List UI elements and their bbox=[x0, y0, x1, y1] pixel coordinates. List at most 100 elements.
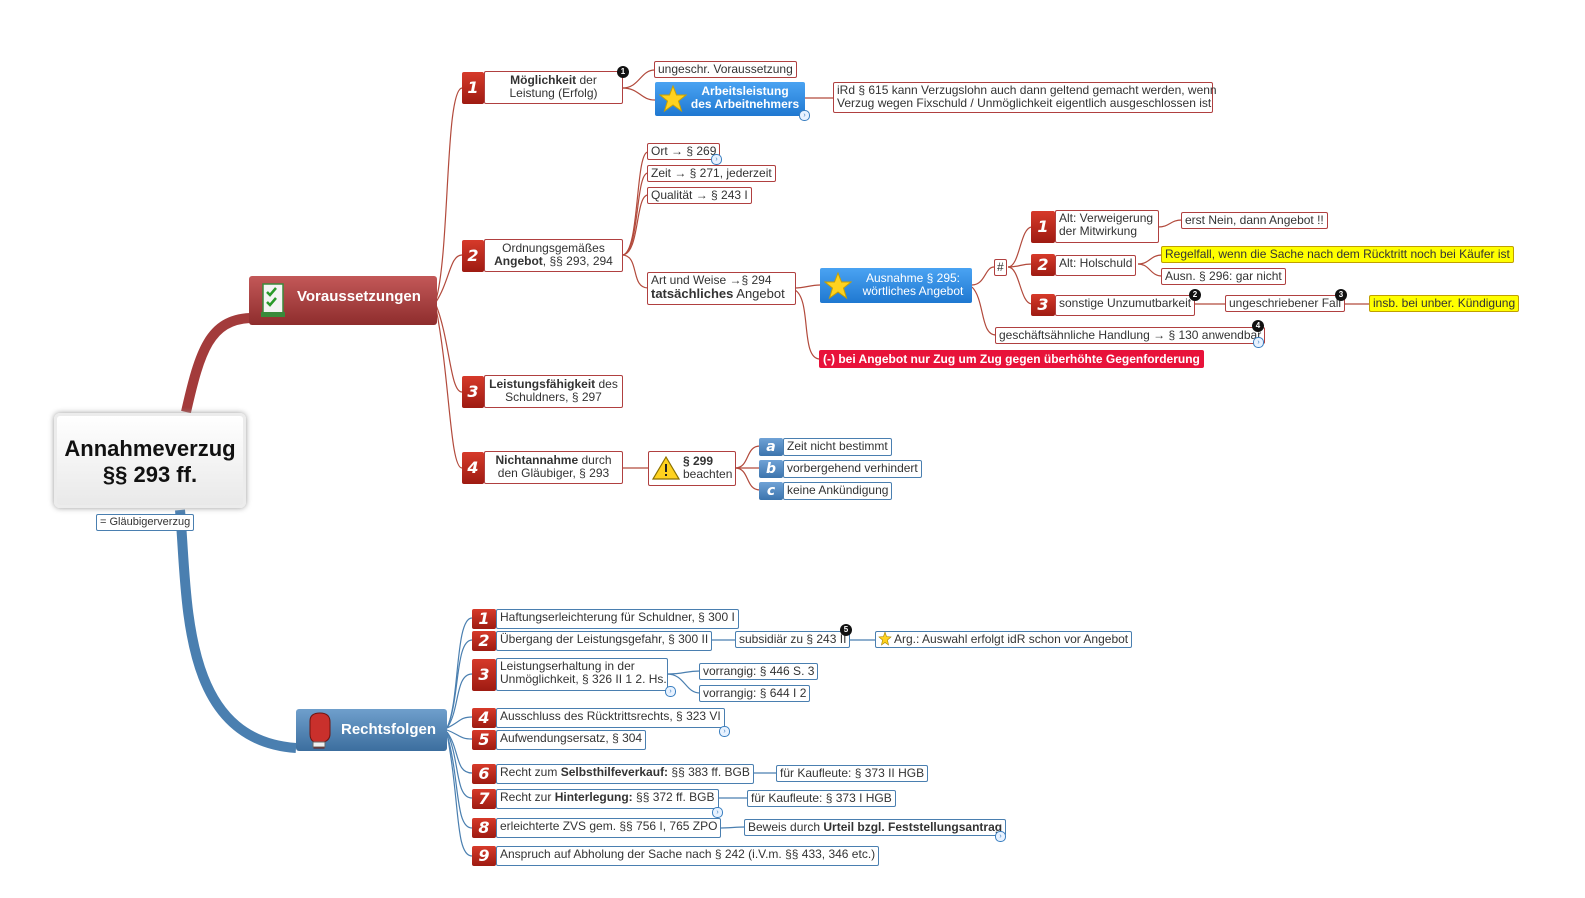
verweigerung-line2: der Mitwirkung bbox=[1059, 224, 1138, 238]
verzugslohn-line2: Verzug wegen Fixschuld / Unmöglichkeit e… bbox=[837, 96, 1212, 110]
leistungsfaehigkeit-node[interactable]: Leistungsfähigkeit des Schuldners, § 297 bbox=[484, 375, 623, 408]
warning-line2: beachten bbox=[683, 467, 733, 481]
rf3-line1: Leistungserhaltung in der bbox=[500, 659, 635, 673]
angebot-bold: Angebot bbox=[494, 254, 543, 268]
rechtsfolgen-branch[interactable]: Rechtsfolgen bbox=[296, 709, 447, 751]
paragraph-299-node[interactable]: § 299 beachten bbox=[648, 451, 736, 486]
beweis-bold: Urteil bzgl. Feststellungsantrag bbox=[823, 820, 1003, 834]
qualitaet-node[interactable]: Qualität → § 243 I bbox=[647, 187, 752, 204]
moeglichkeit-node[interactable]: Möglichkeit der Leistung (Erfolg) bbox=[484, 71, 623, 104]
rf-hinterlegung[interactable]: Recht zur Hinterlegung: §§ 372 ff. BGB bbox=[496, 789, 719, 809]
erst-nein-node[interactable]: erst Nein, dann Angebot !! bbox=[1181, 212, 1328, 229]
hash-node[interactable]: # bbox=[994, 259, 1007, 276]
unzumutbarkeit-node[interactable]: sonstige Unzumutbarkeit bbox=[1055, 295, 1196, 316]
rf6-post: §§ 383 ff. BGB bbox=[668, 765, 750, 779]
nichtannahme-rest: durch bbox=[578, 453, 612, 467]
rf-leistungsgefahr[interactable]: Übergang der Leistungsgefahr, § 300 II bbox=[496, 631, 713, 651]
angebot-line1: Ordnungsgemäßes bbox=[502, 241, 605, 255]
unber-kuendigung-note[interactable]: insb. bei unber. Kündigung bbox=[1369, 295, 1520, 312]
angebot-rest: , §§ 293, 294 bbox=[542, 254, 613, 268]
rf-ruecktrittsrecht[interactable]: Ausschluss des Rücktrittsrechts, § 323 V… bbox=[496, 708, 725, 728]
rf-number-8: 8 bbox=[472, 818, 496, 838]
notes-badge-4[interactable]: 4 bbox=[1252, 320, 1264, 332]
rf-abholung[interactable]: Anspruch auf Abholung der Sache nach § 2… bbox=[496, 846, 880, 866]
moeglichkeit-rest: der bbox=[576, 73, 597, 87]
nichtannahme-line2: den Gläubiger, § 293 bbox=[497, 466, 610, 480]
verzugslohn-line1: iRd § 615 kann Verzugslohn auch dann gel… bbox=[837, 83, 1217, 97]
vorbergehend-verhindert[interactable]: vorbergehend verhindert bbox=[783, 460, 922, 478]
expand-icon[interactable]: › bbox=[995, 831, 1006, 842]
rf-haftungserleichterung[interactable]: Haftungserleichterung für Schuldner, § 3… bbox=[496, 609, 739, 629]
ungeschriebener-fall-node[interactable]: ungeschriebener Fall bbox=[1225, 295, 1346, 312]
ausn-296-node[interactable]: Ausn. § 296: gar nicht bbox=[1161, 268, 1286, 285]
moeglichkeit-line2: Leistung (Erfolg) bbox=[509, 86, 598, 100]
angebot-node[interactable]: Ordnungsgemäßes Angebot, §§ 293, 294 bbox=[484, 239, 623, 272]
notes-badge-3[interactable]: 3 bbox=[1335, 289, 1347, 301]
rf-number-4: 4 bbox=[472, 708, 496, 728]
voraussetzungen-branch[interactable]: Voraussetzungen bbox=[249, 276, 437, 325]
expand-icon[interactable]: › bbox=[665, 686, 676, 697]
kaufleute-373-ii[interactable]: für Kaufleute: § 373 II HGB bbox=[776, 765, 929, 782]
central-note[interactable]: = Gläubigerverzug bbox=[96, 514, 195, 531]
vorrangig-644[interactable]: vorrangig: § 644 I 2 bbox=[699, 685, 811, 702]
rf7-pre: Recht zur bbox=[500, 790, 555, 804]
leistungsfaehigkeit-line2: Schuldners, § 297 bbox=[505, 390, 602, 404]
checklist-icon bbox=[259, 282, 289, 322]
letter-b-marker: b bbox=[759, 460, 783, 478]
number-2-marker: 2 bbox=[462, 240, 484, 272]
letter-a-marker: a bbox=[759, 438, 783, 456]
expand-icon[interactable]: › bbox=[712, 807, 723, 818]
beweis-pre: Beweis durch bbox=[748, 820, 824, 834]
rf7-post: §§ 372 ff. BGB bbox=[632, 790, 715, 804]
verweigerung-node[interactable]: Alt: Verweigerung der Mitwirkung bbox=[1055, 210, 1159, 243]
regelfall-note[interactable]: Regelfall, wenn die Sache nach dem Rückt… bbox=[1161, 246, 1514, 263]
zug-um-zug-alert[interactable]: (-) bei Angebot nur Zug um Zug gegen übe… bbox=[819, 350, 1204, 368]
ausnahme-295-node[interactable]: Ausnahme § 295: wörtliches Angebot bbox=[820, 268, 972, 303]
zeit-node[interactable]: Zeit → § 271, jederzeit bbox=[647, 165, 776, 182]
nichtannahme-node[interactable]: Nichtannahme durch den Gläubiger, § 293 bbox=[484, 451, 623, 484]
rf-number-2: 2 bbox=[472, 631, 496, 651]
art-und-weise-node[interactable]: Art und Weise →§ 294 tatsächliches Angeb… bbox=[647, 272, 796, 305]
beweis-urteil-node[interactable]: Beweis durch Urteil bzgl. Feststellungsa… bbox=[744, 819, 1007, 836]
arg-auswahl-node[interactable]: Arg.: Auswahl erfolgt idR schon vor Ange… bbox=[875, 631, 1133, 649]
arbeitsleistung-node[interactable]: Arbeitsleistung des Arbeitnehmers bbox=[655, 82, 805, 116]
rf7-bold: Hinterlegung: bbox=[554, 790, 633, 804]
rf-number-6: 6 bbox=[472, 764, 496, 784]
expand-icon[interactable]: › bbox=[719, 726, 730, 737]
sub-number-3-marker: 3 bbox=[1031, 294, 1055, 316]
sub-number-2-marker: 2 bbox=[1031, 254, 1055, 276]
rf-leistungserhaltung[interactable]: Leistungserhaltung in der Unmöglichkeit,… bbox=[496, 658, 668, 691]
number-4-marker: 4 bbox=[462, 452, 484, 484]
star-icon bbox=[658, 84, 688, 116]
geschaeftsaehnliche-handlung-node[interactable]: geschäftsähnliche Handlung → § 130 anwen… bbox=[995, 327, 1266, 344]
kaufleute-373-i[interactable]: für Kaufleute: § 373 I HGB bbox=[747, 790, 896, 807]
zeit-nicht-bestimmt[interactable]: Zeit nicht bestimmt bbox=[783, 438, 892, 456]
ort-node[interactable]: Ort → § 269 bbox=[647, 143, 721, 160]
ungeschr-voraussetzung[interactable]: ungeschr. Voraussetzung bbox=[654, 61, 797, 78]
leistungsfaehigkeit-rest: des bbox=[595, 377, 618, 391]
rf3-line2: Unmöglichkeit, § 326 II 1 2. Hs. bbox=[500, 672, 667, 686]
rf6-bold: Selbsthilfeverkauf: bbox=[560, 765, 669, 779]
rf-aufwendungsersatz[interactable]: Aufwendungsersatz, § 304 bbox=[496, 730, 647, 750]
verzugslohn-note[interactable]: iRd § 615 kann Verzugslohn auch dann gel… bbox=[833, 82, 1217, 113]
expand-icon[interactable]: › bbox=[1253, 337, 1264, 348]
expand-icon[interactable]: › bbox=[799, 110, 810, 121]
subsidiaer-node[interactable]: subsidiär zu § 243 II bbox=[735, 631, 851, 648]
sub-number-1-marker: 1 bbox=[1031, 211, 1055, 243]
central-topic[interactable]: Annahmeverzug §§ 293 ff. bbox=[54, 413, 246, 508]
magic-wand-icon bbox=[878, 631, 892, 649]
notes-badge-1[interactable]: 1 bbox=[617, 66, 629, 78]
keine-ankuendigung[interactable]: keine Ankündigung bbox=[783, 482, 893, 500]
rf-zvs[interactable]: erleichterte ZVS gem. §§ 756 I, 765 ZPO bbox=[496, 818, 722, 838]
expand-icon[interactable]: › bbox=[711, 154, 722, 165]
rf-number-9: 9 bbox=[472, 846, 496, 866]
notes-badge-5[interactable]: 5 bbox=[840, 624, 852, 636]
rf-selbsthilfeverkauf[interactable]: Recht zum Selbsthilfeverkauf: §§ 383 ff.… bbox=[496, 764, 754, 784]
vorrangig-446[interactable]: vorrangig: § 446 S. 3 bbox=[699, 663, 819, 680]
art-line1: Art und Weise →§ 294 bbox=[651, 273, 772, 287]
holschuld-node[interactable]: Alt: Holschuld bbox=[1055, 255, 1137, 276]
notes-badge-2[interactable]: 2 bbox=[1189, 289, 1201, 301]
rechtsfolgen-label: Rechtsfolgen bbox=[341, 721, 437, 738]
nichtannahme-bold: Nichtannahme bbox=[495, 453, 579, 467]
